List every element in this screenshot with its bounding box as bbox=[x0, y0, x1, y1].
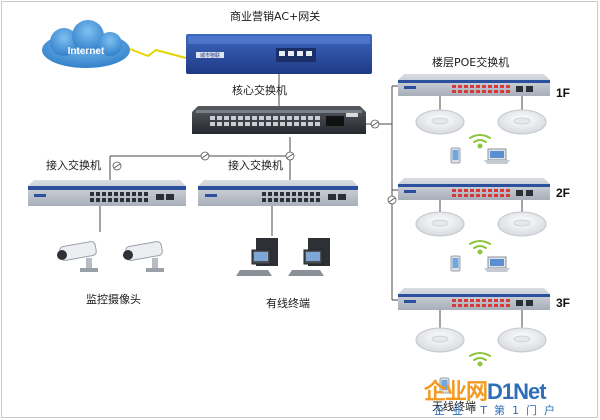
internet-label: Internet bbox=[68, 46, 105, 57]
access-points bbox=[415, 109, 547, 353]
camera-left-icon bbox=[57, 241, 98, 272]
pc-right-icon bbox=[288, 238, 330, 276]
ac-gateway-label: 商业营销AC+网关 bbox=[230, 10, 321, 23]
floor-2f-label: 2F bbox=[556, 186, 571, 200]
poe-switch-2f bbox=[398, 178, 550, 200]
watermark-logo: 企业网D1Net bbox=[424, 374, 547, 406]
laptop-1f-icon bbox=[484, 148, 510, 164]
watermark-part2: D1Net bbox=[487, 379, 547, 404]
wired-terminal-label: 有线终端 bbox=[266, 297, 310, 310]
link-markers bbox=[112, 119, 397, 205]
wifi-signal-icons bbox=[469, 134, 491, 367]
poe-switch-label: 楼层POE交换机 bbox=[432, 56, 510, 69]
core-switch-label: 核心交换机 bbox=[232, 84, 287, 97]
laptop-2f-icon bbox=[484, 256, 510, 272]
pc-left-icon bbox=[236, 238, 278, 276]
poe-switch-3f bbox=[398, 288, 550, 310]
connection-lines bbox=[99, 48, 523, 328]
surveillance-cameras bbox=[57, 241, 164, 272]
watermark-part1: 企业网 bbox=[424, 379, 488, 404]
access-switch-1-device bbox=[28, 180, 186, 206]
ap-1f-left-icon bbox=[415, 109, 465, 135]
poe-switch-1f bbox=[398, 74, 550, 96]
ap-2f-right-icon bbox=[497, 211, 547, 237]
camera-label: 监控摄像头 bbox=[86, 293, 141, 306]
access-switch-2-label: 接入交换机 bbox=[228, 159, 283, 172]
access-switch-1-label: 接入交换机 bbox=[46, 159, 101, 172]
phone-2f-icon bbox=[450, 255, 461, 272]
wireless-terminal-label: 无线终端 bbox=[432, 400, 476, 413]
access-switch-2-device bbox=[198, 180, 358, 206]
ap-3f-right-icon bbox=[497, 327, 547, 353]
ac-gateway bbox=[186, 34, 372, 74]
ap-2f-left-icon bbox=[415, 211, 465, 237]
wired-terminals bbox=[236, 238, 330, 276]
floor-1f-label: 1F bbox=[556, 86, 571, 100]
internet-cloud bbox=[42, 20, 130, 68]
ap-1f-right-icon bbox=[497, 109, 547, 135]
ac-brand-label: 城市物联 bbox=[200, 52, 220, 59]
phone-3f-icon bbox=[439, 377, 450, 394]
watermark-subtitle: 企业IT第1门户 bbox=[434, 404, 562, 417]
phone-1f-icon bbox=[450, 147, 461, 164]
wireless-clients bbox=[439, 147, 510, 394]
floor-3f-label: 3F bbox=[556, 296, 571, 310]
ap-3f-left-icon bbox=[415, 327, 465, 353]
core-switch-device bbox=[192, 106, 366, 134]
camera-right-icon bbox=[123, 241, 164, 272]
